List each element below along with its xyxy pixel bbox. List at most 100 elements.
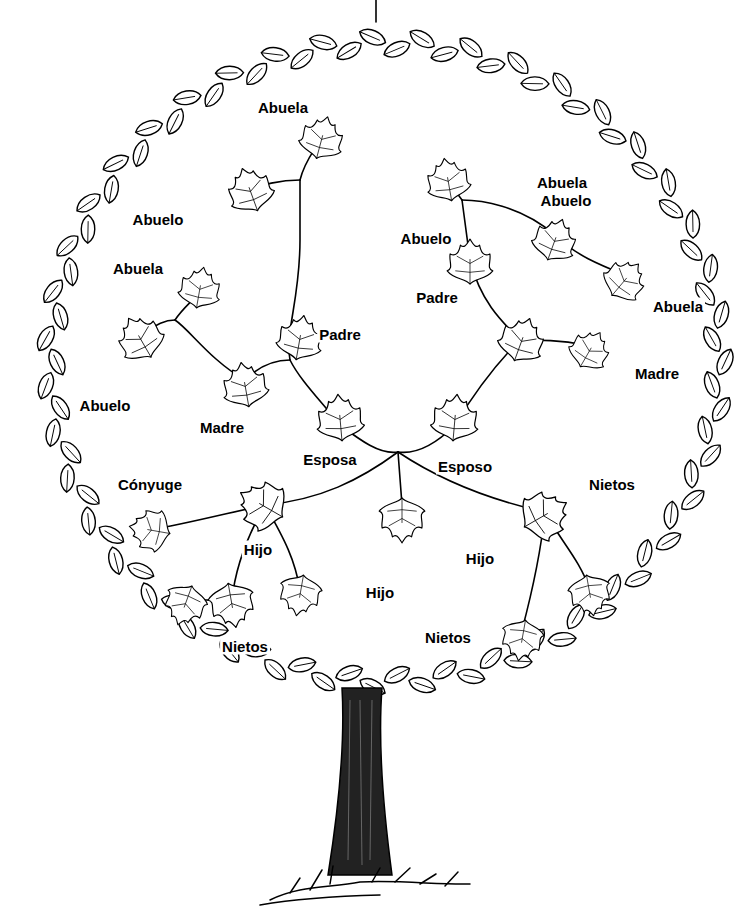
family-label: Abuela bbox=[651, 298, 705, 315]
wreath-leaf bbox=[663, 501, 679, 530]
wreath-leaf bbox=[699, 324, 725, 355]
maple-leaf bbox=[228, 471, 295, 538]
wreath-leaf bbox=[130, 138, 152, 169]
wreath-leaf bbox=[548, 631, 577, 647]
family-label: Hijo bbox=[242, 541, 274, 558]
wreath-leaf bbox=[137, 580, 160, 611]
wreath-leaf bbox=[287, 45, 317, 73]
family-label: Abuelo bbox=[131, 211, 186, 228]
maple-leaf bbox=[314, 392, 365, 443]
maple-leaf bbox=[563, 323, 617, 377]
maple-leaf bbox=[429, 392, 480, 443]
maple-leaf bbox=[109, 307, 171, 369]
wreath-leaf bbox=[260, 655, 290, 684]
wreath-leaf bbox=[696, 441, 725, 471]
wreath-leaf bbox=[35, 370, 57, 401]
wreath-leaf bbox=[456, 667, 486, 686]
wreath-leaf bbox=[100, 151, 131, 175]
family-label: Padre bbox=[317, 326, 363, 343]
maple-leaf bbox=[596, 250, 655, 309]
wreath-leaf bbox=[381, 662, 412, 687]
wreath-leaf bbox=[215, 66, 243, 80]
wreath-leaf bbox=[677, 236, 707, 265]
wreath-leaf bbox=[106, 545, 126, 575]
family-label: Hijo bbox=[364, 584, 396, 601]
wreath-leaf bbox=[701, 369, 723, 400]
wreath-leaf bbox=[702, 254, 719, 284]
wreath-leaf bbox=[623, 567, 654, 590]
wreath-leaf bbox=[45, 346, 69, 377]
family-label: Nietos bbox=[220, 638, 270, 655]
family-label: Esposa bbox=[301, 451, 358, 468]
wreath-leaf bbox=[163, 106, 188, 137]
wreath-leaf bbox=[476, 644, 506, 673]
maple-leaf bbox=[126, 506, 174, 554]
wreath-leaf bbox=[56, 437, 85, 467]
maple-leaf bbox=[219, 359, 272, 411]
wreath-leaf bbox=[102, 174, 120, 204]
wreath-leaf bbox=[60, 464, 75, 493]
family-label: Abuela bbox=[256, 99, 310, 116]
wreath-leaf bbox=[456, 34, 486, 62]
family-label: Madre bbox=[633, 365, 681, 382]
wreath-leaf bbox=[407, 26, 438, 52]
wreath-leaf bbox=[308, 668, 339, 695]
maple-leaf bbox=[176, 264, 224, 312]
wreath-leaf bbox=[684, 459, 699, 488]
wreath-leaf bbox=[73, 189, 104, 216]
maple-leaf bbox=[158, 579, 212, 632]
wreath-leaf bbox=[635, 538, 655, 568]
maple-leaf bbox=[527, 212, 583, 267]
family-label: Hijo bbox=[464, 550, 496, 567]
wreath-leaf bbox=[261, 46, 290, 63]
wreath-leaf bbox=[429, 44, 460, 64]
maple-leaf bbox=[493, 311, 551, 369]
maple-leaf bbox=[566, 571, 614, 619]
wreath-leaf bbox=[696, 415, 715, 445]
wreath-leaf bbox=[308, 32, 339, 52]
wreath-leaf bbox=[62, 257, 79, 287]
wreath-leaf bbox=[81, 215, 95, 243]
wreath-leaf bbox=[561, 99, 591, 117]
wreath-leaf bbox=[242, 59, 271, 89]
maple-leaf bbox=[498, 616, 546, 664]
wreath-leaf bbox=[200, 621, 229, 637]
wreath-leaf bbox=[653, 528, 684, 554]
wreath-leaf bbox=[708, 394, 735, 425]
wreath-leaf bbox=[96, 522, 127, 548]
wreath-leaf bbox=[656, 195, 687, 222]
maple-leaf bbox=[295, 111, 348, 164]
wreath-leaf bbox=[629, 158, 660, 182]
wreath-leaf bbox=[125, 559, 156, 582]
wreath-leaf bbox=[429, 656, 460, 683]
wreath-leaf bbox=[53, 231, 83, 260]
wreath-leaf bbox=[39, 276, 67, 306]
wreath-leaf bbox=[47, 392, 74, 423]
wreath-leaf bbox=[33, 323, 59, 354]
wreath-leaf bbox=[597, 126, 628, 147]
maple-leaf bbox=[423, 155, 474, 205]
wreath-leaf bbox=[504, 48, 533, 78]
wreath-leaf bbox=[334, 662, 365, 684]
family-label: Abuela bbox=[111, 260, 165, 277]
wreath-leaf bbox=[357, 26, 388, 49]
wreath-leaf bbox=[172, 89, 202, 107]
wreath-leaf bbox=[134, 117, 165, 138]
wreath-leaf bbox=[549, 69, 576, 100]
wreath-leaf bbox=[590, 97, 615, 128]
family-label: Nietos bbox=[423, 629, 473, 646]
wreath-leaf bbox=[521, 77, 549, 91]
maple-leaf bbox=[379, 498, 425, 543]
family-label: Cónyuge bbox=[116, 476, 184, 493]
wreath-leaf bbox=[476, 57, 505, 74]
wreath-leaf bbox=[686, 210, 700, 238]
maple-leaf bbox=[276, 571, 324, 619]
wreath-leaf bbox=[660, 168, 678, 198]
maple-leaf bbox=[221, 161, 279, 219]
family-label: Padre bbox=[414, 289, 460, 306]
wreath-leaf bbox=[381, 38, 412, 61]
wreath-leaf bbox=[334, 38, 365, 64]
wreath-leaf bbox=[407, 674, 438, 696]
family-label: Madre bbox=[198, 419, 246, 436]
